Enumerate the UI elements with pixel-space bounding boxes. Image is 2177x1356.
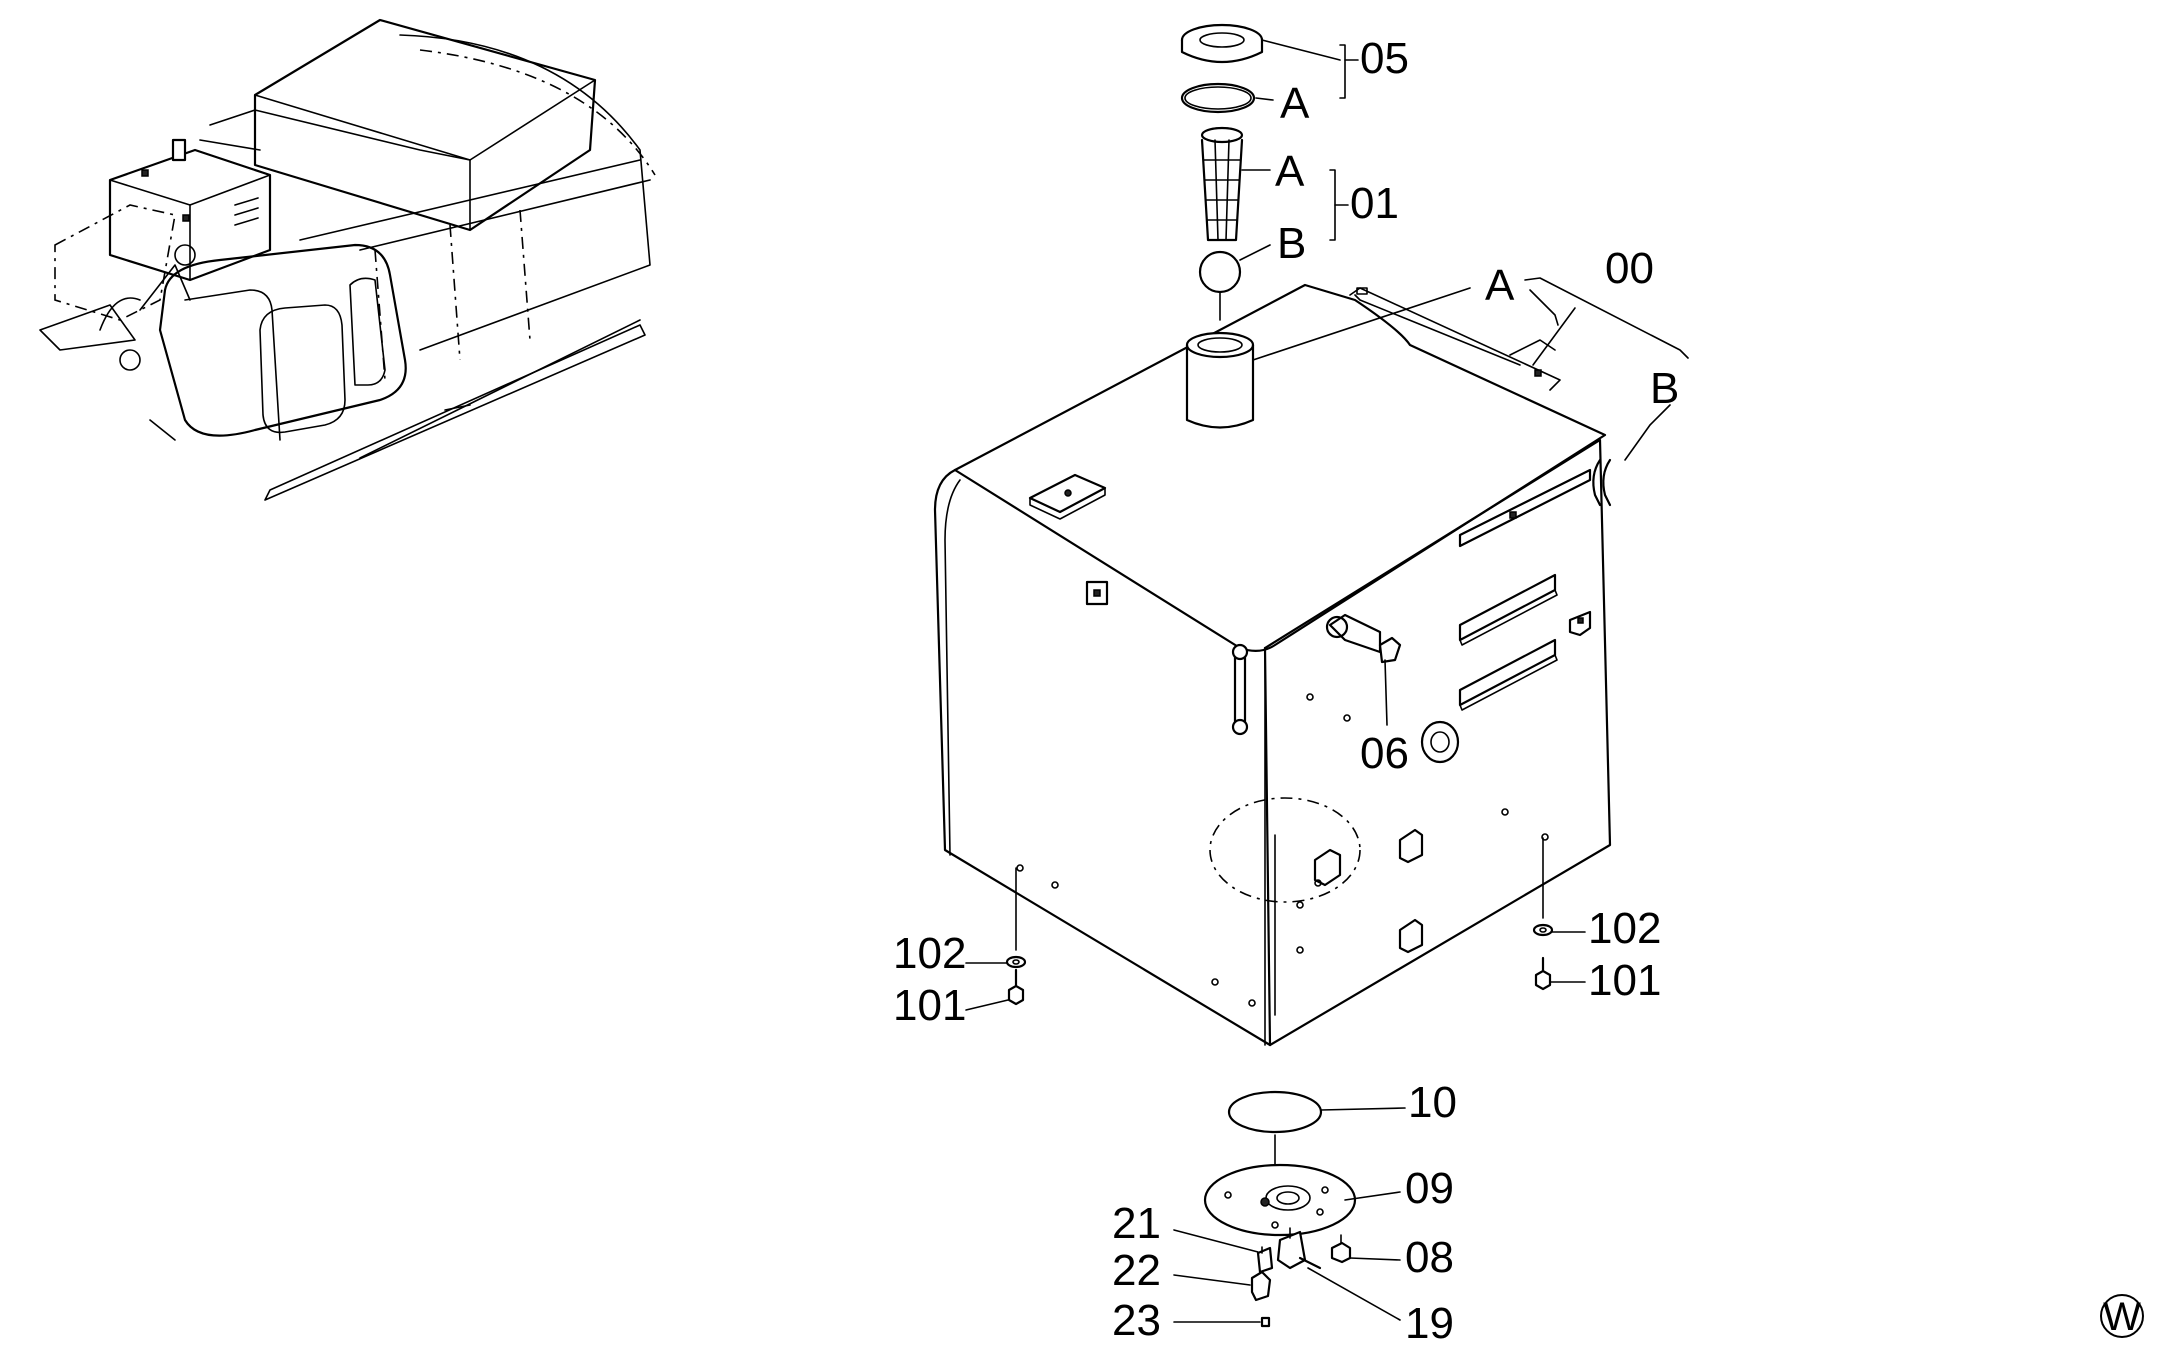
- callout-06: 06: [1360, 729, 1409, 778]
- drain-o-ring: [1227, 1090, 1323, 1134]
- drain-nipple: [1256, 1246, 1274, 1274]
- drain-cover-plate: [1203, 1163, 1357, 1237]
- strainer-basket: [1200, 126, 1244, 242]
- callout-a-ring: A: [1280, 79, 1310, 128]
- callout-101-right: 101: [1588, 956, 1661, 1005]
- leader-lines: [965, 39, 1689, 1323]
- callout-a-strainer: A: [1275, 147, 1305, 196]
- callout-102-right: 102: [1588, 904, 1661, 953]
- w-mark: W: [2100, 1294, 2144, 1339]
- callout-labels: 05 A A 01 B A 00 B 06 102 101 102 101 10…: [893, 34, 1679, 1348]
- cap-seal-ring: [1180, 82, 1256, 114]
- strainer-float-ball: [1198, 250, 1242, 294]
- callout-10: 10: [1408, 1078, 1457, 1127]
- callout-101-left: 101: [893, 981, 966, 1030]
- callout-a-neck: A: [1485, 261, 1515, 310]
- drain-valve: [1276, 1227, 1322, 1270]
- callout-08: 08: [1405, 1233, 1454, 1282]
- drain-bolt: [1330, 1234, 1352, 1264]
- callout-23: 23: [1112, 1296, 1161, 1345]
- hydraulic-oil-tank: [933, 283, 1612, 1047]
- callout-b-ball: B: [1277, 219, 1306, 268]
- callout-b-hose: B: [1650, 364, 1679, 413]
- drain-elbow: [1250, 1270, 1272, 1302]
- callout-09: 09: [1405, 1164, 1454, 1213]
- callout-22: 22: [1112, 1246, 1161, 1295]
- callout-01: 01: [1350, 179, 1399, 228]
- drain-plug: [1260, 1316, 1271, 1328]
- callout-05: 05: [1360, 34, 1409, 83]
- filler-cap: [1180, 23, 1264, 64]
- callout-21: 21: [1112, 1199, 1161, 1248]
- callout-00: 00: [1605, 244, 1654, 293]
- callout-102-left: 102: [893, 929, 966, 978]
- left-washer-and-bolt: [1005, 867, 1027, 1006]
- callout-19: 19: [1405, 1299, 1454, 1348]
- w-mark-letter: W: [2103, 1295, 2141, 1339]
- right-washer-and-bolt: [1532, 837, 1554, 991]
- excavator-locator-illustration: [39, 18, 656, 501]
